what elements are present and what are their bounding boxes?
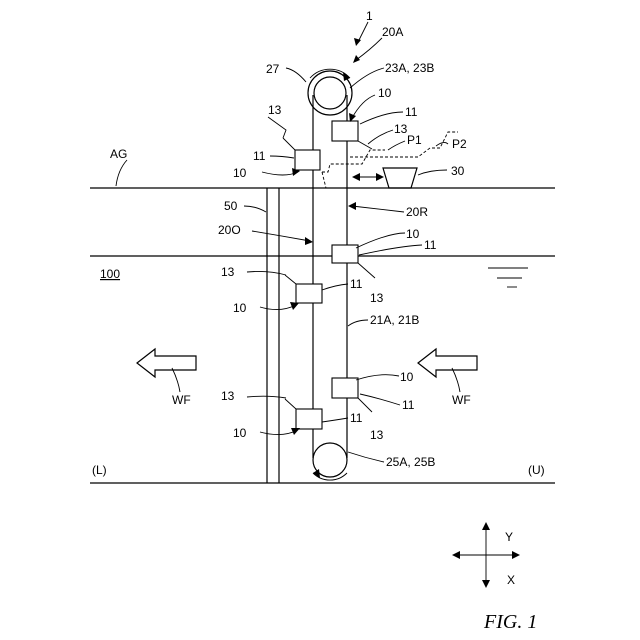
label-U: (U) [528,463,545,477]
bucket-left-top [268,117,320,170]
transfer-arrow [352,173,384,181]
bucket-right-top [332,121,372,149]
label-50: 50 [224,199,238,213]
label-11-top-right: 11 [405,105,418,119]
bottom-sprocket [313,443,347,480]
label-21: 21A, 21B [370,313,419,327]
label-11-left-lower: 11 [350,411,363,425]
container-30 [383,168,417,188]
label-13-surface: 13 [370,291,384,305]
label-25: 25A, 25B [386,455,435,469]
label-10-top-right: 10 [378,86,392,100]
label-P1: P1 [407,133,422,147]
label-13-top-right: 13 [394,122,408,136]
flow-arrow-left [137,349,196,377]
label-11-right-lower: 11 [402,398,415,412]
label-WF-right: WF [452,393,471,407]
label-WF-left: WF [172,393,191,407]
label-11-left-middle: 11 [350,277,363,291]
label-13-left-lower: 13 [221,389,235,403]
label-10-right-lower: 10 [400,370,414,384]
label-13-left-middle: 13 [221,265,235,279]
label-device-1: 1 [366,9,373,23]
label-L: (L) [92,463,107,477]
top-sprocket [308,69,352,115]
dashed-path-P1 [322,150,385,188]
bucket-left-lower [285,399,322,429]
label-100: 100 [100,267,120,281]
figure-caption: FIG. 1 [483,611,537,633]
label-10-surface: 10 [406,227,420,241]
label-27: 27 [266,62,280,76]
label-20O: 20O [218,223,241,237]
bucket-right-surface [332,245,375,278]
label-20R: 20R [406,205,428,219]
label-AG: AG [110,147,127,161]
label-10-left-middle: 10 [233,301,247,315]
water-level-icon [488,268,528,287]
flow-arrow-right [418,349,477,377]
axis-label-X: X [507,573,515,587]
label-20A: 20A [382,25,403,39]
label-P2: P2 [452,137,467,151]
leader-lines [116,22,460,462]
label-10-left-lower: 10 [233,426,247,440]
label-30: 30 [451,164,465,178]
label-23: 23A, 23B [385,61,434,75]
axis-label-Y: Y [505,530,513,544]
label-11-surface: 11 [424,238,437,252]
label-13-right-lower: 13 [370,428,384,442]
label-13-top-left: 13 [268,103,282,117]
bucket-left-middle [285,275,322,303]
label-10-top-left: 10 [233,166,247,180]
label-11-top-left: 11 [253,149,266,163]
